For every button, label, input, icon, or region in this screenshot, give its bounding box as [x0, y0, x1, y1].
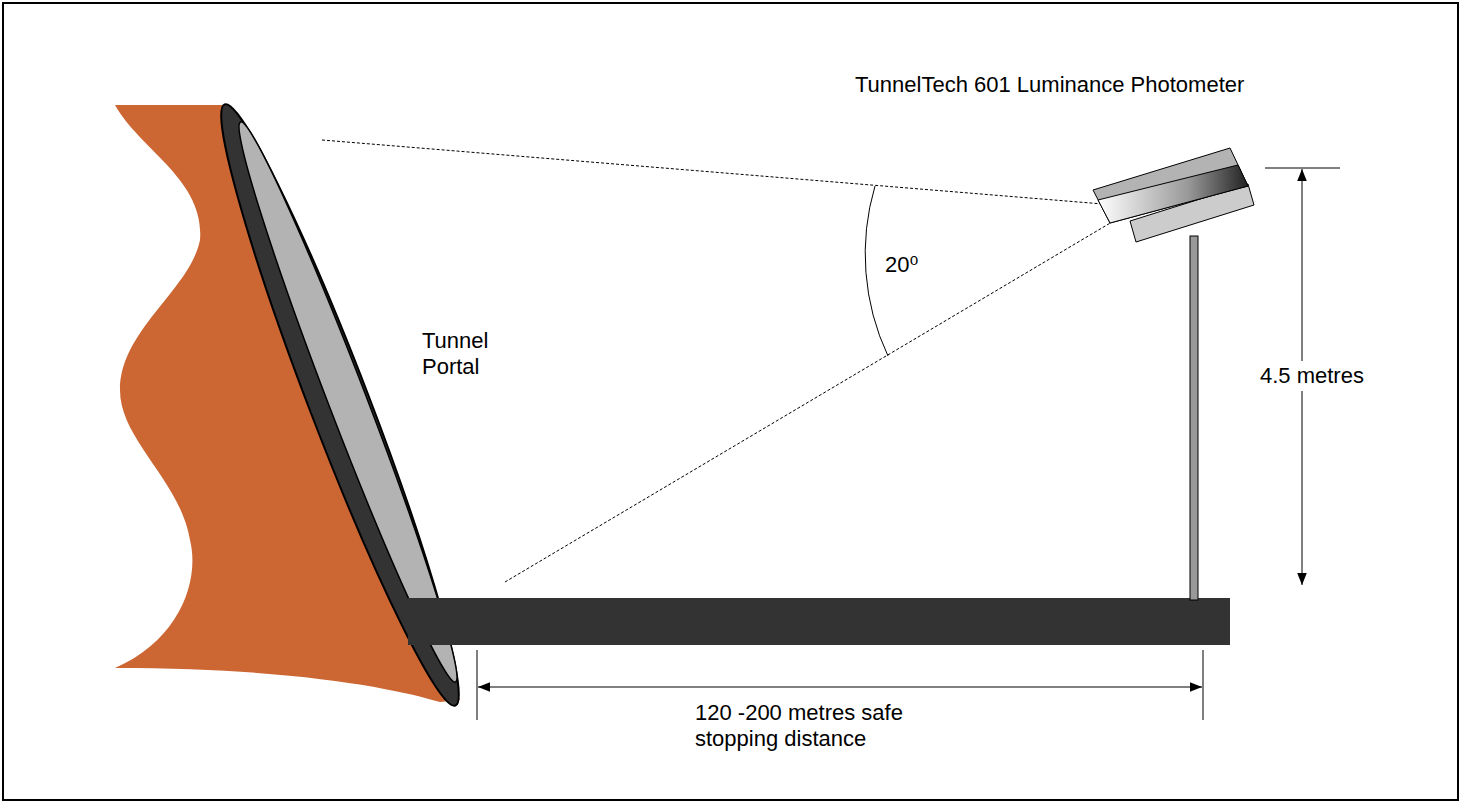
- dimension-label: 120 -200 metres safe stopping distance: [695, 700, 940, 753]
- dimension-label: 4.5 metres: [1258, 361, 1366, 391]
- photometer-body: [1093, 148, 1248, 223]
- dimension-line: [478, 687, 1202, 688]
- road: [408, 598, 1230, 645]
- dimension-tick: [1203, 650, 1204, 720]
- frame: [3, 3, 1458, 800]
- sight-line: [505, 222, 1112, 582]
- photometer-side: [1098, 165, 1248, 223]
- dimension-tick: [477, 650, 478, 720]
- instrument-name: TunnelTech 601 Luminance Photometer: [855, 72, 1244, 98]
- pole: [1190, 236, 1198, 600]
- angle-label: 20⁰: [885, 252, 918, 278]
- angle-arc: [865, 186, 888, 356]
- sight-line: [322, 140, 1115, 205]
- dimension-tick: [1265, 168, 1340, 169]
- part-name: Tunnel Portal: [422, 328, 512, 381]
